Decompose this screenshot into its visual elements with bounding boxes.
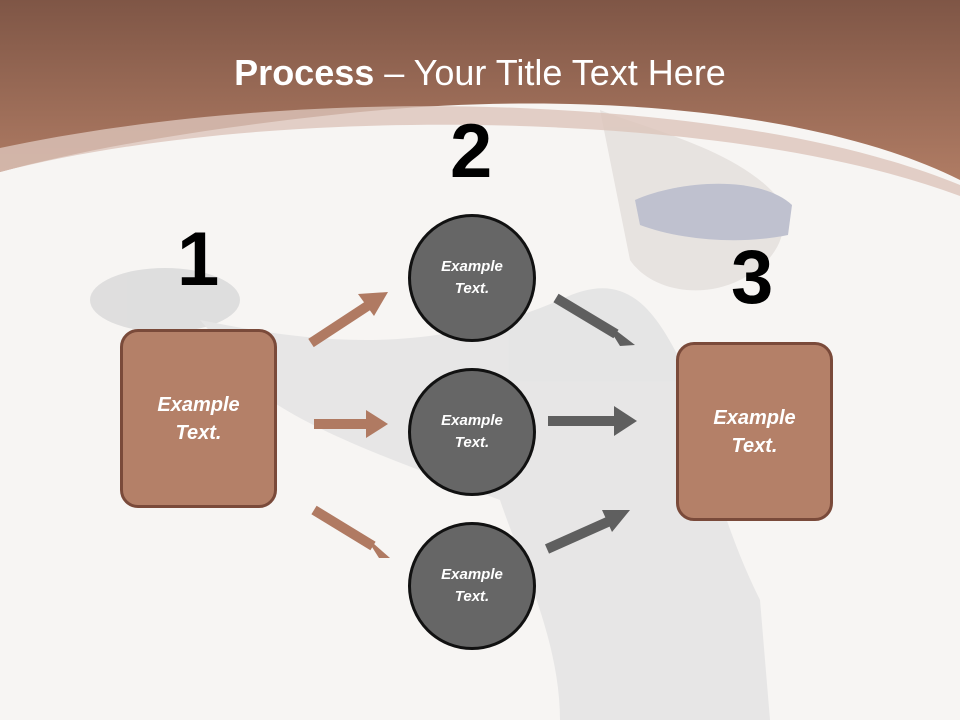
step-number-3: 3 bbox=[731, 235, 774, 320]
arrow-1-to-middle bbox=[314, 410, 388, 438]
circle-middle: Example Text. bbox=[408, 368, 536, 496]
slide-title: Process – Your Title Text Here bbox=[0, 52, 960, 94]
header-swoosh bbox=[0, 106, 960, 196]
circle-bottom-label: Example Text. bbox=[441, 565, 503, 606]
dancer-photo-silhouette bbox=[90, 110, 792, 720]
circle-top: Example Text. bbox=[408, 214, 536, 342]
step-number-1: 1 bbox=[177, 217, 220, 302]
arrow-bottom-to-3 bbox=[544, 510, 630, 554]
title-rest: – Your Title Text Here bbox=[374, 52, 726, 93]
circle-top-label: Example Text. bbox=[441, 257, 503, 298]
arrow-middle-to-3 bbox=[548, 406, 637, 436]
step-3-label: Example Text. bbox=[713, 406, 796, 457]
step-3-box: Example Text. bbox=[676, 342, 833, 521]
step-number-2: 2 bbox=[450, 109, 493, 194]
title-bold: Process bbox=[234, 52, 375, 93]
circle-bottom: Example Text. bbox=[408, 522, 536, 650]
arrow-1-to-bottom bbox=[311, 505, 390, 558]
step-1-box: Example Text. bbox=[120, 329, 277, 508]
header-band bbox=[0, 0, 960, 180]
circle-middle-label: Example Text. bbox=[441, 411, 503, 452]
step-1-label: Example Text. bbox=[157, 393, 240, 444]
arrow-top-to-3 bbox=[553, 293, 635, 346]
arrow-1-to-top bbox=[308, 292, 388, 348]
